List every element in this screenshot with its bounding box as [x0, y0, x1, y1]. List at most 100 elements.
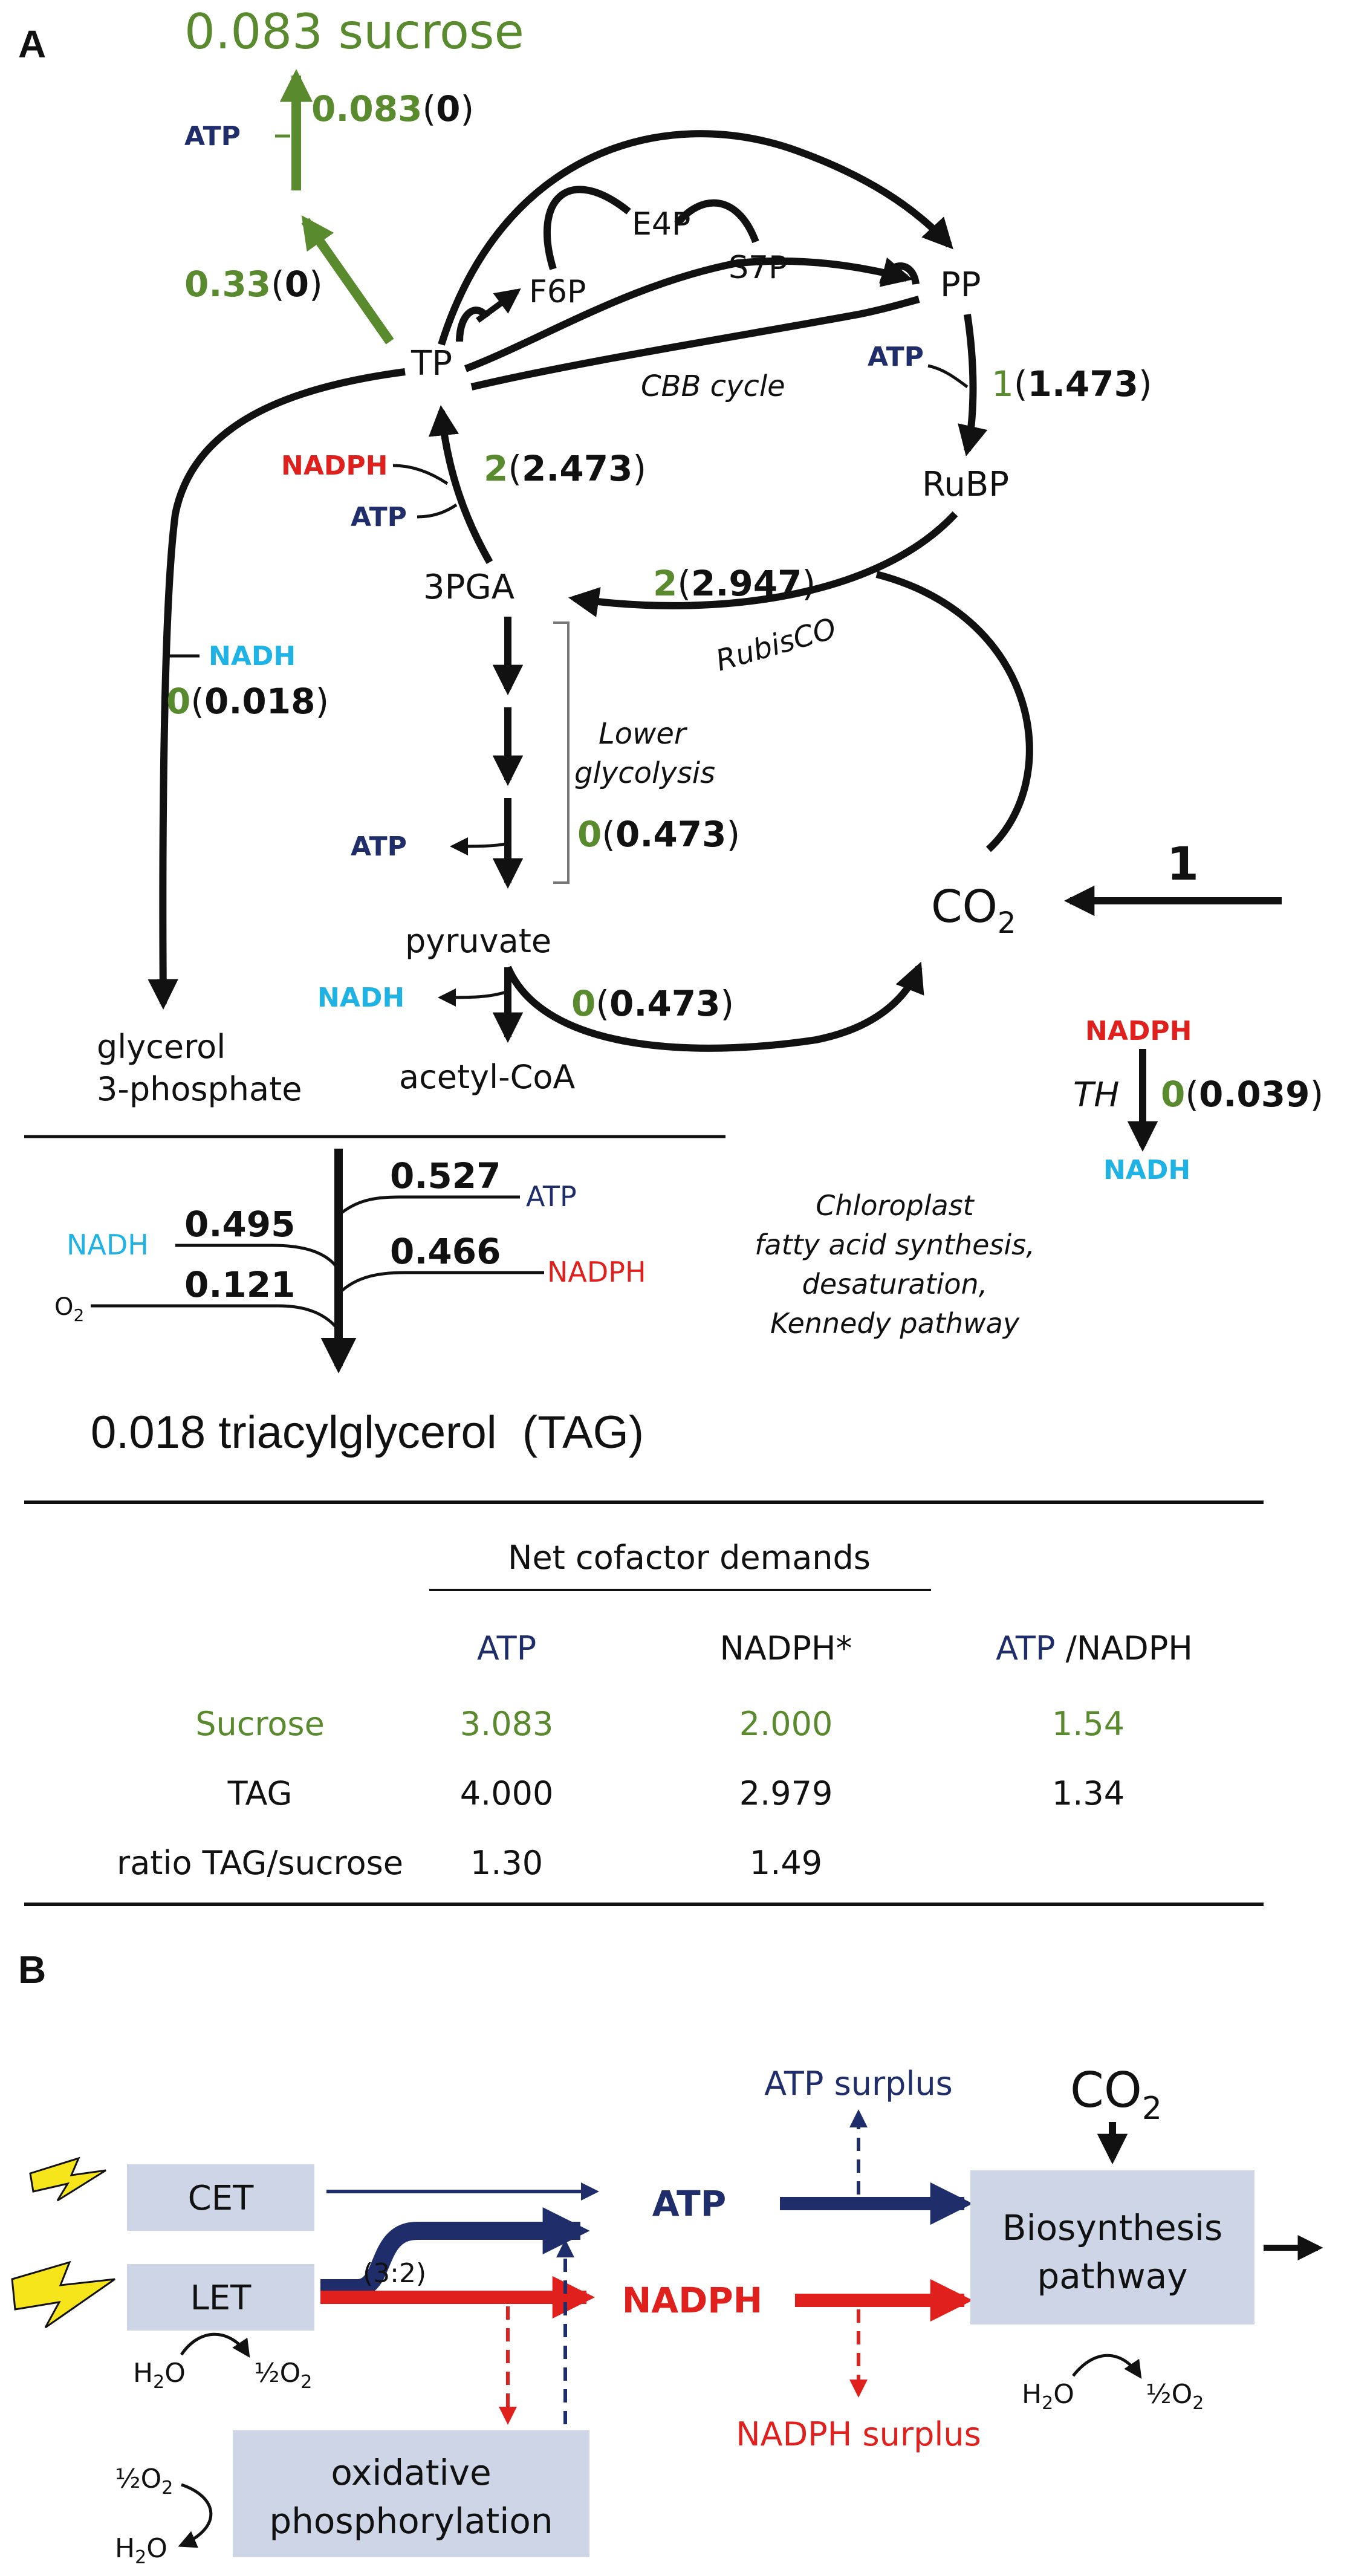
metabolite-rubp: RuBP — [922, 465, 1009, 504]
water-let-h: H — [133, 2358, 153, 2389]
tag-o2-main: O — [54, 1293, 73, 1321]
rubisco-flux-open: ( — [677, 563, 691, 604]
atp-sucrose: ATP — [184, 121, 241, 152]
water-bio-h: H — [1022, 2379, 1042, 2410]
metabolite-pyruvate: pyruvate — [405, 922, 551, 960]
lightning-icon-let — [11, 2260, 115, 2329]
nadph-surplus-label: NADPH surplus — [736, 2415, 981, 2453]
water-ox-half-sub: 2 — [161, 2477, 173, 2499]
tp-in-flux-open: ( — [508, 448, 522, 489]
row-tag-atp: 4.000 — [460, 1774, 554, 1812]
tag-nadph-label: NADPH — [547, 1256, 646, 1288]
sucrose-flux-close: ) — [460, 88, 474, 129]
th-flux-main: 0 — [1161, 1074, 1185, 1115]
metabolite-3pga: 3PGA — [423, 568, 514, 607]
metabolite-s7p: S7P — [729, 250, 787, 286]
row-tag-ratio: 1.34 — [1052, 1774, 1125, 1812]
tag-nadph-value: 0.466 — [390, 1231, 501, 1272]
sucrose-flux-main: 0.083 — [311, 88, 422, 129]
tp-in-flux-paren: 2.473 — [522, 448, 632, 489]
tag-title: 0.018 triacylglycerol (TAG) — [91, 1407, 644, 1458]
co2-b-main: CO — [1070, 2062, 1142, 2118]
row-tag-nadph: 2.979 — [739, 1774, 833, 1812]
co2-input-value: 1 — [1167, 837, 1199, 891]
pyr-co2-flux-paren: 0.473 — [609, 983, 720, 1024]
nadh-pyr: NADH — [317, 982, 404, 1013]
water-bio-half: ½O — [1146, 2379, 1192, 2410]
tp-in-flux-label: 2(2.473) — [484, 448, 646, 489]
th-flux-label: 0(0.039) — [1161, 1074, 1323, 1115]
rubisco-flux-main: 2 — [653, 563, 677, 604]
row-ratio-label: ratio TAG/sucrose — [117, 1844, 403, 1882]
co2-b: CO2 — [1070, 2062, 1162, 2127]
glycerol-flux-main: 0 — [166, 681, 190, 722]
water-let-arrow — [180, 2332, 250, 2358]
pyr-co2-flux-open: ( — [596, 983, 609, 1024]
lower-glyc-flux-label: 0(0.473) — [577, 814, 740, 855]
water-bio-half-sub: 2 — [1192, 2393, 1204, 2414]
metabolite-co2: CO2 — [931, 881, 1016, 940]
water-ox-half: ½O — [115, 2464, 161, 2494]
arrow-pp-to-rubp — [958, 314, 988, 456]
metabolite-tp: TP — [411, 344, 452, 383]
atp-node: ATP — [652, 2183, 726, 2224]
water-let-half-sub: 2 — [300, 2372, 312, 2393]
water-ox-o: O — [146, 2533, 167, 2564]
row-sucrose-ratio: 1.54 — [1052, 1705, 1125, 1743]
water-let-o2: ½O2 — [254, 2358, 312, 2393]
co2-main: CO — [931, 881, 998, 933]
tag-o2-sub: 2 — [73, 1305, 84, 1325]
lower-glyc-flux-main: 0 — [577, 814, 602, 855]
rubisco-label: RubisCO — [712, 612, 840, 678]
tag-o2-value: 0.121 — [184, 1264, 295, 1305]
table-header-ratio-rest: /NADPH — [1055, 1629, 1192, 1667]
tag-nadh-label: NADH — [67, 1228, 149, 1261]
oxphos-label-2: phosphorylation — [269, 2500, 553, 2542]
nadph-side-line-tp — [392, 464, 449, 485]
chloroplast-note-3: desaturation, — [802, 1268, 988, 1300]
th-label: TH — [1073, 1075, 1119, 1115]
nadph-node: NADPH — [622, 2280, 763, 2321]
row-tag-label: TAG — [227, 1774, 293, 1812]
arrow-co2-to-rubisco — [875, 571, 1033, 852]
nadph-input-line — [337, 1271, 544, 1295]
lower-glyc-flux-close: ) — [726, 814, 740, 855]
pp-flux-paren: 1.473 — [1028, 363, 1138, 404]
tp-in-flux-main: 2 — [484, 448, 508, 489]
metabolite-f6p: F6P — [529, 274, 586, 310]
arrow-let-atp — [320, 2207, 590, 2297]
pp-flux-close: ) — [1138, 363, 1152, 404]
sucrose-flux-label: 0.083(0) — [311, 88, 474, 129]
arrow-f6p-to-e4p — [544, 186, 631, 270]
arrow-tp-to-glycerol — [148, 368, 406, 1010]
water-ox-h: H — [115, 2533, 135, 2564]
water-bio-h2o: H2O — [1022, 2379, 1074, 2414]
tag-nadh-value: 0.495 — [184, 1204, 295, 1245]
atp-glyc: ATP — [351, 831, 407, 862]
pp-flux-main: 1 — [992, 363, 1014, 404]
row-sucrose-label: Sucrose — [195, 1705, 325, 1743]
biosynthesis-label-1: Biosynthesis — [1002, 2207, 1222, 2248]
rubisco-flux-close: ) — [802, 563, 816, 604]
table-title: Net cofactor demands — [508, 1539, 871, 1577]
tag-o2-label: O2 — [54, 1293, 84, 1325]
lower-glyc-flux-paren: 0.473 — [615, 814, 726, 855]
o2-input-line — [91, 1304, 340, 1331]
chloroplast-note-4: Kennedy pathway — [770, 1307, 1020, 1340]
biosynthesis-box — [970, 2170, 1254, 2325]
tp-branch-flux-main: 0.33 — [184, 264, 271, 305]
water-ox-arrow — [178, 2483, 213, 2548]
water-bio-arrow — [1072, 2354, 1142, 2379]
table-header-atp: ATP — [477, 1629, 536, 1667]
atp-pp: ATP — [868, 342, 924, 372]
tp-branch-flux-paren: 0 — [285, 264, 309, 305]
atp-side-line-pp — [927, 364, 969, 389]
nadh-th: NADH — [1103, 1155, 1190, 1186]
row-sucrose-nadph: 2.000 — [739, 1705, 833, 1743]
biosynthesis-label-2: pathway — [1037, 2256, 1187, 2297]
oxphos-label-1: oxidative — [331, 2452, 491, 2493]
table-header-ratio-atp: ATP — [996, 1629, 1055, 1667]
water-ox-o2: ½O2 — [115, 2464, 173, 2499]
pyr-co2-flux-close: ) — [720, 983, 734, 1024]
